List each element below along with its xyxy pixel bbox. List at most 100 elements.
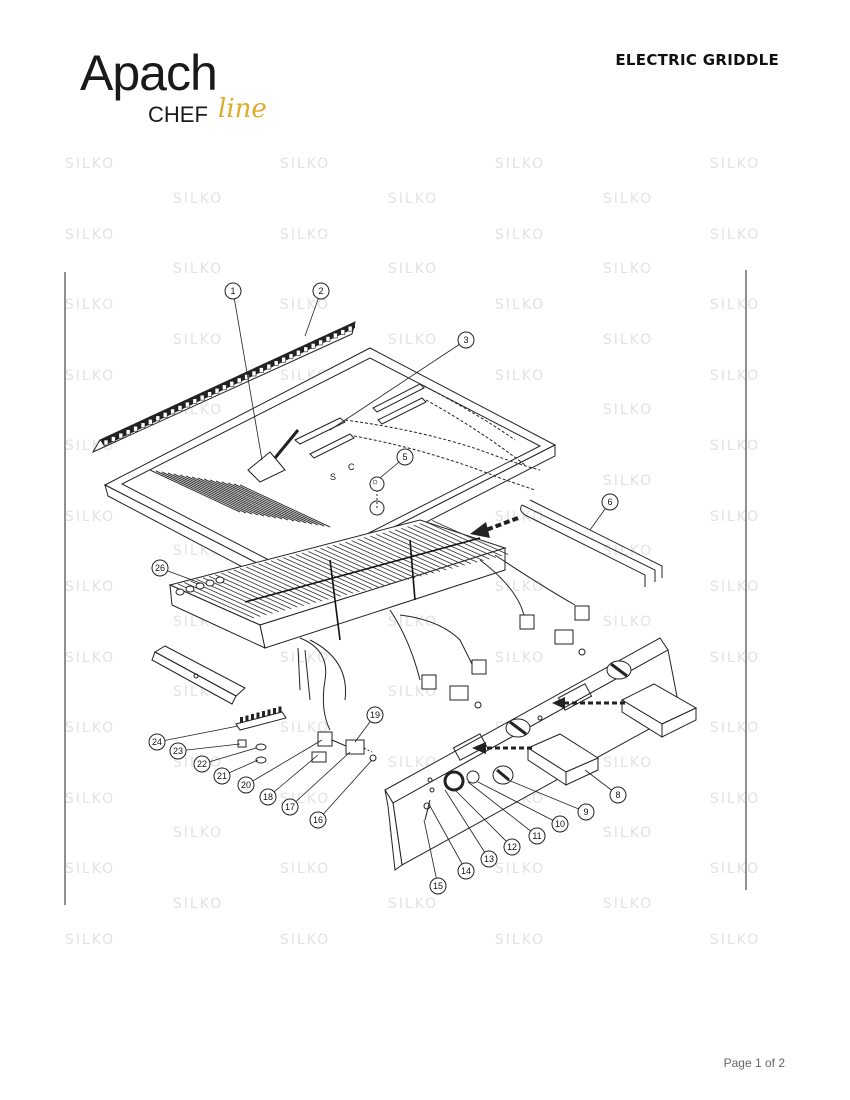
callout-label: 2	[318, 286, 323, 296]
watermark-text: SILKO	[65, 861, 115, 877]
callout-circle	[169, 742, 187, 760]
watermark-text: SILKO	[603, 261, 653, 277]
panel-knob-2	[606, 660, 632, 680]
callout-21: 21	[213, 767, 231, 785]
guard-slot	[155, 415, 161, 422]
drain-knob	[369, 476, 385, 492]
callout-circle	[193, 755, 211, 773]
callout-circle	[601, 493, 619, 511]
callout-label: 20	[241, 780, 251, 790]
frame-fin	[283, 557, 360, 593]
watermark-text: SILKO	[710, 650, 760, 666]
frame-fin	[339, 543, 416, 579]
callout-circle	[259, 788, 277, 806]
callout-label: 18	[263, 792, 273, 802]
guard-slot	[185, 401, 190, 408]
callout-circle	[503, 838, 521, 856]
watermark-text: SILKO	[280, 650, 330, 666]
watermark-text: SILKO	[495, 297, 545, 313]
watermark-text: SILKO	[388, 755, 438, 771]
callout-16: 16	[309, 811, 327, 829]
callout-circle	[213, 767, 231, 785]
switch-assembly-middle	[421, 659, 487, 709]
watermark-text: SILKO	[710, 156, 760, 172]
griddle-groove	[191, 476, 283, 520]
watermark-text: SILKO	[65, 368, 115, 384]
leader-line-9	[507, 779, 587, 813]
guard-slot	[288, 353, 294, 360]
logo-script-text: line	[218, 94, 267, 124]
frame-fin	[351, 540, 428, 575]
drip-tray-back	[620, 683, 698, 738]
callout-20: 20	[237, 776, 255, 794]
callout-label: 5	[402, 452, 407, 462]
callout-circle	[457, 862, 475, 880]
watermark-text: SILKO	[710, 297, 760, 313]
small-hardware	[237, 739, 431, 821]
leader-line-14	[429, 805, 467, 872]
callout-circle	[366, 706, 384, 724]
terminal-pin	[267, 709, 271, 716]
heating-elements	[520, 499, 663, 587]
guard-slot	[244, 374, 249, 380]
guard-slot	[266, 363, 272, 370]
frame-fin	[357, 538, 434, 574]
watermark-text: SILKO	[280, 720, 330, 736]
callout-label: 15	[433, 881, 443, 891]
frame-fin	[320, 547, 397, 583]
callout-circle	[577, 803, 595, 821]
page-number: Page 1 of 2	[723, 1056, 785, 1070]
loose-knob	[492, 765, 514, 785]
callout-label: 9	[583, 807, 588, 817]
callout-label: 10	[555, 819, 565, 829]
griddle-groove	[149, 469, 241, 513]
coil-end	[195, 582, 205, 590]
callout-17: 17	[281, 798, 299, 816]
watermark-text: SILKO	[495, 932, 545, 948]
frame-fin	[363, 537, 441, 572]
guard-slot	[303, 346, 309, 353]
watermark-text: SILKO	[280, 156, 330, 172]
watermark-text: SILKO	[65, 720, 115, 736]
callout-19: 19	[366, 706, 384, 724]
callout-22: 22	[193, 755, 211, 773]
griddle-groove	[167, 472, 259, 516]
watermark-text: SILKO	[710, 791, 760, 807]
frame-fin	[419, 523, 496, 558]
watermark-text: SILKO	[65, 297, 115, 313]
frame-fin	[295, 554, 372, 589]
callout-circle	[224, 282, 242, 300]
callout-circle	[148, 733, 166, 751]
frame-fin	[401, 527, 478, 563]
leader-line-23	[177, 743, 241, 752]
callout-label: 1	[230, 286, 235, 296]
guard-slot	[207, 391, 212, 398]
leader-line-13	[444, 789, 490, 860]
guard-slot	[236, 377, 242, 384]
callout-circle	[528, 827, 546, 845]
watermark-text: SILKO	[65, 156, 115, 172]
watermark-text: SILKO	[173, 261, 223, 277]
leader-line-12	[454, 789, 513, 848]
watermark-text: SILKO	[710, 368, 760, 384]
guard-slot	[125, 429, 131, 435]
callout-circle	[151, 559, 169, 577]
callout-label: 16	[313, 815, 323, 825]
griddle-groove	[197, 477, 289, 521]
switch-assembly-right	[519, 605, 590, 656]
frame-fin	[382, 532, 459, 568]
griddle-groove	[173, 473, 265, 517]
frame-fin	[432, 520, 509, 555]
wiring	[297, 554, 576, 731]
guard-slot	[229, 381, 235, 387]
watermark-text: SILKO	[65, 579, 115, 595]
terminal-pin	[256, 712, 260, 719]
callout-label: 14	[461, 866, 471, 876]
frame-fin	[388, 530, 465, 566]
leader-line-16	[317, 759, 373, 821]
brand-logo: Apach CHEF line	[78, 44, 298, 134]
guard-slot	[192, 398, 198, 404]
griddle-groove	[239, 484, 331, 528]
frame-fin	[407, 526, 484, 562]
watermark-text: SILKO	[65, 791, 115, 807]
